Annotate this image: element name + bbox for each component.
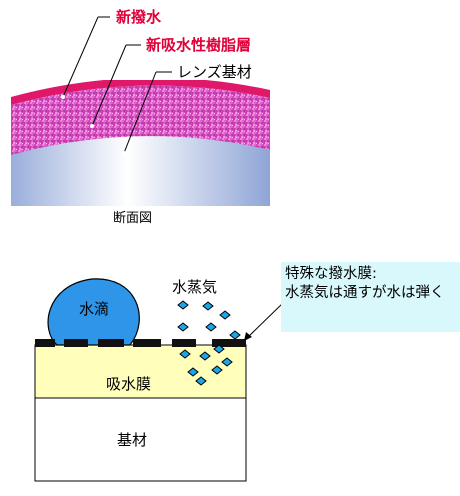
marker-dot-resin [90, 124, 94, 128]
leader-lens-diag [123, 71, 157, 154]
marker-dot-top-coat [61, 95, 65, 99]
lens-base-layer [11, 134, 270, 206]
label-substrate: 基材 [117, 431, 147, 449]
label-absorbent-film: 吸水膜 [106, 375, 151, 393]
marker-dot-lens [122, 151, 126, 155]
vapor-particles [177, 300, 241, 386]
top-coat-layer [11, 80, 270, 105]
callout-line-2: 水蒸気は通すが水は弾く [285, 285, 445, 301]
label-resin-layer: 新吸水性樹脂層 [146, 36, 251, 54]
water-drop [47, 278, 140, 346]
resin-layer [11, 85, 270, 155]
callout-arrowhead [244, 332, 252, 341]
label-vapor: 水蒸気 [172, 278, 217, 296]
absorbent-film-layer [34, 344, 247, 399]
membrane-segments [35, 339, 246, 347]
label-top-coat: 新撥水 [116, 8, 162, 26]
leader-top-coat-diag [62, 16, 99, 98]
membrane-callout: 特殊な撥水膜: 水蒸気は通すが水は弾く [281, 262, 460, 332]
leader-resin-diag [91, 44, 127, 127]
callout-line-1: 特殊な撥水膜: [285, 266, 377, 282]
label-lens-base: レンズ基材 [177, 63, 252, 81]
callout-leader [245, 302, 284, 340]
label-water-drop: 水滴 [79, 300, 109, 318]
caption-cross-section: 断面図 [113, 211, 152, 226]
